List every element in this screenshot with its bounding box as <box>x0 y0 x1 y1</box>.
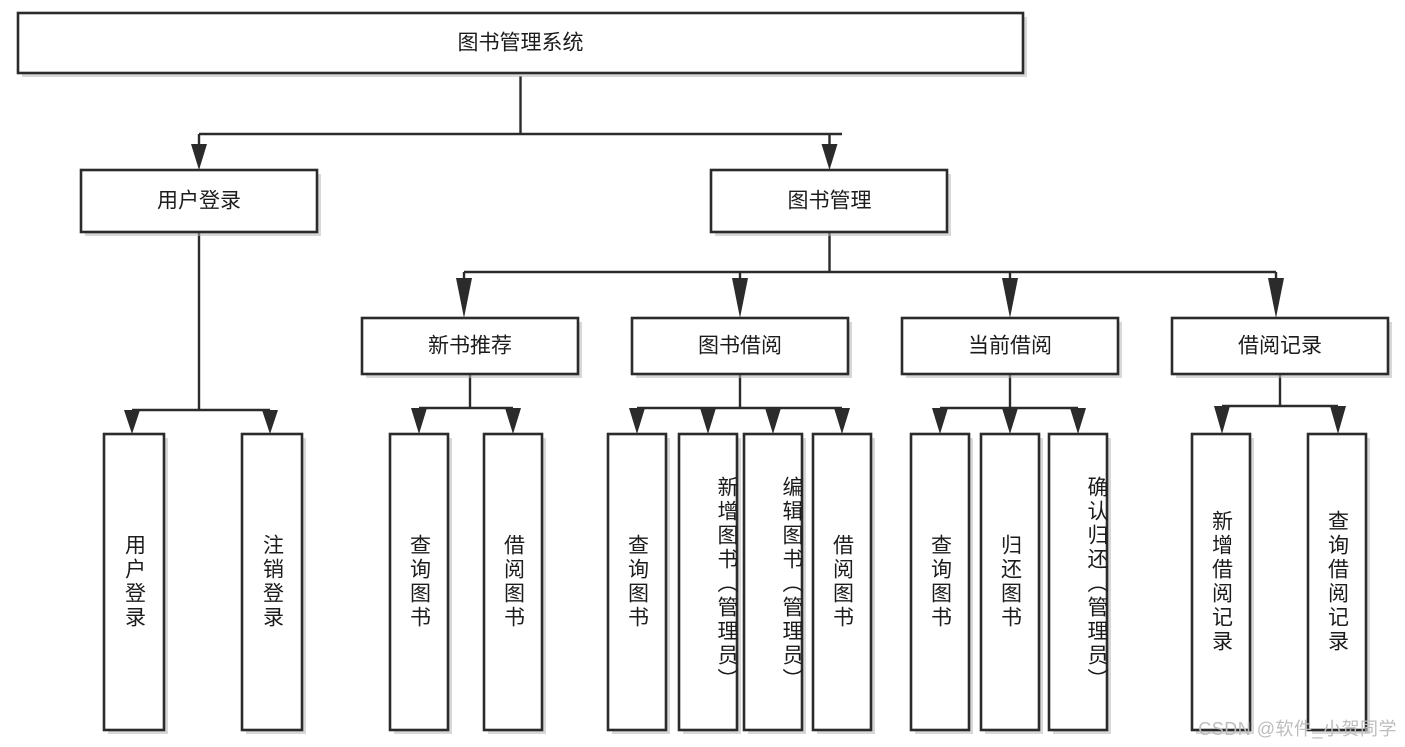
arrowhead-leaf-return-book <box>1002 408 1018 434</box>
node-leaf-query-book-2[interactable] <box>606 432 668 732</box>
arrowhead-current-borrow <box>1002 278 1018 318</box>
node-book-borrow-label: 图书借阅 <box>698 335 782 358</box>
node-leaf-edit-book[interactable] <box>742 432 804 732</box>
arrowhead-leaf-borrow-book-2 <box>834 408 850 434</box>
arrowhead-leaf-user-logout <box>262 410 278 434</box>
nodes-layer: 图书管理系统 用户登录 图书管理 新书推荐 图书借阅 当前借阅 借阅记录 <box>16 11 1392 734</box>
edges-layer <box>124 76 1346 434</box>
node-new-book-recommend-label: 新书推荐 <box>428 335 512 358</box>
arrowhead-leaf-query-record <box>1330 406 1346 434</box>
node-root-label: 图书管理系统 <box>458 32 584 55</box>
arrowhead-leaf-edit-book <box>765 408 781 434</box>
node-book-management[interactable] <box>709 168 949 234</box>
arrowhead-borrow-record <box>1268 278 1284 318</box>
node-leaf-confirm-return[interactable] <box>1047 432 1109 732</box>
node-user-login-label: 用户登录 <box>157 190 241 213</box>
arrowhead-leaf-add-book <box>700 408 716 434</box>
node-book-borrow[interactable] <box>630 316 850 376</box>
arrowhead-leaf-user-login <box>124 410 140 434</box>
watermark-text: CSDN @软件_小贺同学 <box>1198 719 1397 739</box>
arrowhead-leaf-borrow-book-1 <box>505 408 521 434</box>
node-leaf-user-logout[interactable] <box>240 432 304 732</box>
node-current-borrow[interactable] <box>900 316 1120 376</box>
node-borrow-record[interactable] <box>1170 316 1390 376</box>
node-leaf-add-record[interactable] <box>1190 432 1252 732</box>
node-root[interactable] <box>16 11 1025 75</box>
node-leaf-query-record[interactable] <box>1306 432 1368 732</box>
node-leaf-return-book[interactable] <box>979 432 1041 732</box>
node-current-borrow-label: 当前借阅 <box>968 335 1052 358</box>
node-user-login[interactable] <box>79 168 319 234</box>
arrowhead-new-book-recommend <box>456 278 472 318</box>
arrowhead-leaf-query-book-2 <box>629 408 645 434</box>
node-new-book-recommend[interactable] <box>360 316 580 376</box>
arrowhead-book-borrow <box>732 278 748 318</box>
node-leaf-borrow-book-1[interactable] <box>482 432 544 732</box>
arrowhead-user-login <box>191 144 207 170</box>
node-borrow-record-label: 借阅记录 <box>1238 335 1322 358</box>
node-leaf-query-book-1[interactable] <box>388 432 450 732</box>
node-leaf-add-book[interactable] <box>677 432 739 732</box>
arrowhead-leaf-add-record <box>1214 406 1230 434</box>
node-book-management-label: 图书管理 <box>788 190 872 213</box>
node-leaf-borrow-book-2[interactable] <box>811 432 873 732</box>
arrowhead-book-management <box>821 144 838 170</box>
arrowhead-leaf-query-book-1 <box>411 408 427 434</box>
node-leaf-user-login[interactable] <box>102 432 166 732</box>
arrowhead-leaf-query-book-3 <box>932 408 948 434</box>
arrowhead-leaf-confirm-return <box>1070 408 1086 434</box>
node-leaf-query-book-3[interactable] <box>909 432 971 732</box>
